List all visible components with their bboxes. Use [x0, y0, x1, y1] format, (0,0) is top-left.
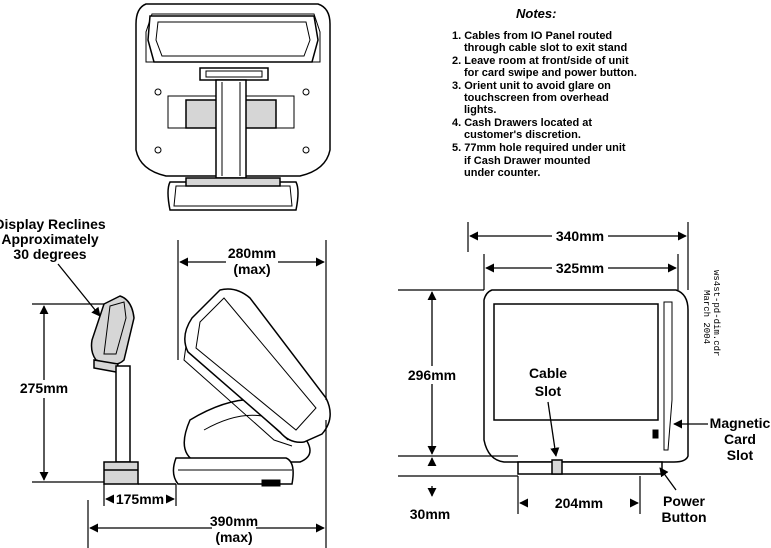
file-stamp: ws4st-pd-dim.cdr March 2004 [701, 270, 721, 356]
note-line: 5. 77mm hole required under unit [452, 142, 626, 154]
file-date-text: March 2004 [701, 290, 711, 344]
magnetic-card-slot-label: Slot [727, 447, 754, 463]
note-line: touchscreen from overhead [464, 92, 609, 104]
front-view-drawing [483, 289, 689, 475]
recline-label: Approximately [1, 231, 98, 247]
side-view-dimensions: Display Reclines Approximately 30 degree… [0, 216, 327, 548]
base-width-label: 204mm [555, 495, 603, 511]
outer-width-label: 340mm [556, 228, 604, 244]
rear-view-drawing [135, 3, 331, 211]
note-line: through cable slot to exit stand [464, 42, 627, 54]
note-line: 2. Leave room at front/side of unit [452, 55, 629, 67]
front-view-dimensions: 340mm 325mm 296mm 30mm 204mm Cable Slot … [398, 222, 771, 525]
note-line: if Cash Drawer mounted [464, 155, 591, 167]
note-line: customer's discretion. [464, 129, 581, 141]
magnetic-card-slot-label: Magnetic [710, 415, 771, 431]
top-depth-label: 280mm [228, 245, 276, 261]
note-line: 4. Cash Drawers located at [452, 117, 592, 129]
file-name-text: ws4st-pd-dim.cdr [711, 270, 721, 356]
power-button-label: Button [661, 509, 706, 525]
magnetic-card-slot-label: Card [724, 431, 756, 447]
recline-label: 30 degrees [13, 246, 86, 262]
base-depth-label: 175mm [116, 491, 164, 507]
total-depth-max-label: (max) [215, 529, 252, 545]
note-line: lights. [464, 104, 496, 116]
note-line: for card swipe and power button. [464, 67, 637, 79]
note-line: under counter. [464, 167, 540, 179]
power-button-label: Power [663, 493, 706, 509]
inner-width-label: 325mm [556, 260, 604, 276]
base-height-label: 30mm [410, 506, 450, 522]
note-line: 1. Cables from IO Panel routed [452, 30, 612, 42]
top-depth-max-label: (max) [233, 261, 270, 277]
cable-slot-label: Slot [535, 383, 562, 399]
recline-label: Display Reclines [0, 216, 106, 232]
notes-title: Notes: [516, 6, 556, 21]
notes-block: Notes: 1. Cables from IO Panel routed th… [452, 6, 637, 179]
side-view-wide-drawing [172, 288, 331, 487]
cable-slot-label: Cable [529, 365, 567, 381]
side-height-label: 275mm [20, 380, 68, 396]
note-line: 3. Orient unit to avoid glare on [452, 80, 611, 92]
front-height-label: 296mm [408, 367, 456, 383]
side-view-narrow-drawing [90, 295, 176, 485]
total-depth-label: 390mm [210, 513, 258, 529]
